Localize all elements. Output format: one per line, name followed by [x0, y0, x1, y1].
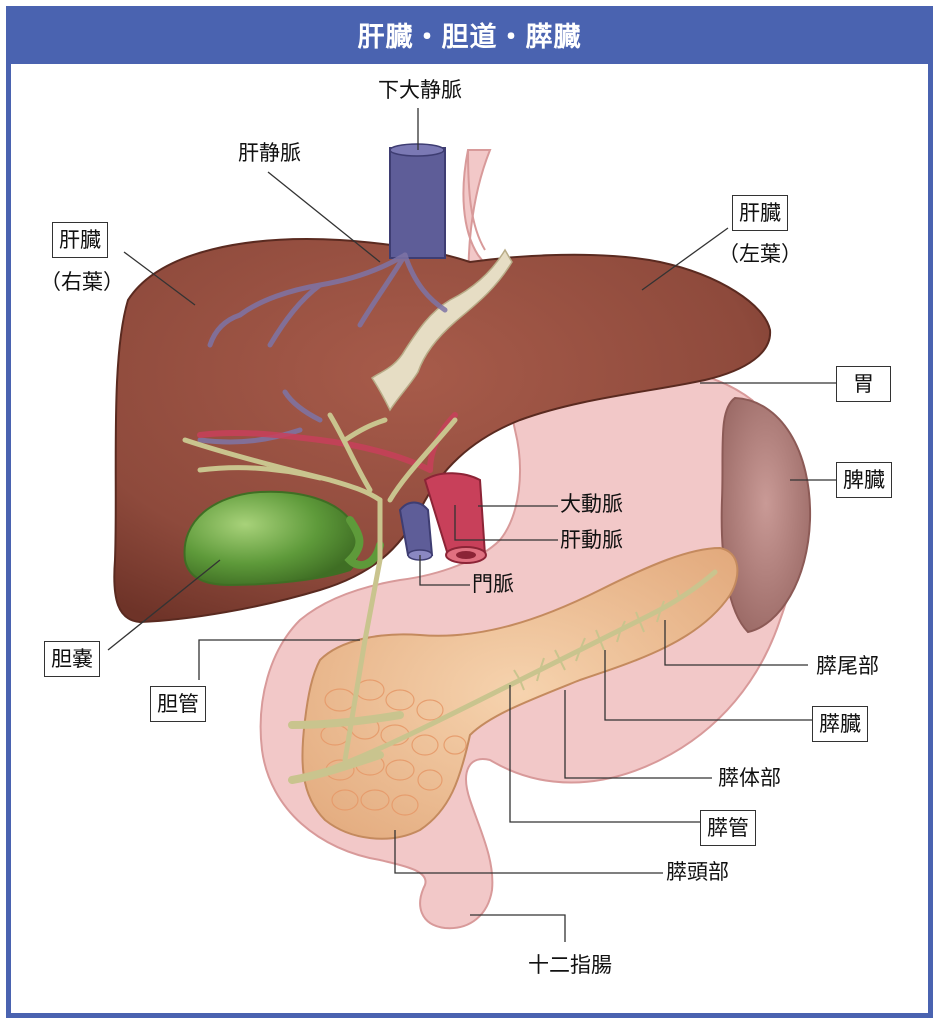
label-hepatic-vein: 肝静脈	[238, 141, 301, 165]
bile-ducts	[182, 412, 458, 763]
hepatic-veins	[197, 252, 448, 445]
leader-lines	[107, 108, 836, 942]
pancreatic-duct	[297, 569, 718, 783]
label-pancreas-tail: 膵尾部	[816, 654, 879, 678]
label-bile-duct: 胆管	[150, 686, 206, 722]
spleen	[720, 396, 812, 634]
figure-title: 肝臓・胆道・膵臓	[11, 11, 928, 64]
label-pancreas: 膵臓	[812, 706, 868, 742]
pancreatic-duct-branches	[513, 589, 681, 691]
label-liver-left: 肝臓	[732, 195, 788, 231]
label-hepatic-artery: 肝動脈	[560, 528, 623, 552]
label-aorta: 大動脈	[560, 492, 623, 516]
portal-vein	[398, 501, 434, 561]
label-pancreatic-duct: 膵管	[700, 810, 756, 846]
falciform-ligament	[370, 248, 513, 412]
label-liver-right: 肝臓	[52, 222, 108, 258]
label-ivc: 下大静脈	[378, 78, 462, 102]
pancreas	[301, 546, 739, 840]
label-liver-left-sub: （左葉）	[718, 242, 802, 266]
cystic-duct	[344, 516, 384, 569]
label-spleen: 脾臓	[836, 462, 892, 498]
label-portal-vein: 門脈	[472, 572, 514, 596]
label-pancreas-body: 膵体部	[718, 766, 781, 790]
label-pancreas-head: 膵頭部	[666, 860, 729, 884]
label-gallbladder: 胆嚢	[44, 641, 100, 677]
label-liver-right-sub: （右葉）	[40, 270, 124, 294]
label-duodenum: 十二指腸	[528, 953, 612, 977]
inferior-vena-cava	[389, 143, 446, 259]
label-stomach: 胃	[836, 366, 891, 402]
